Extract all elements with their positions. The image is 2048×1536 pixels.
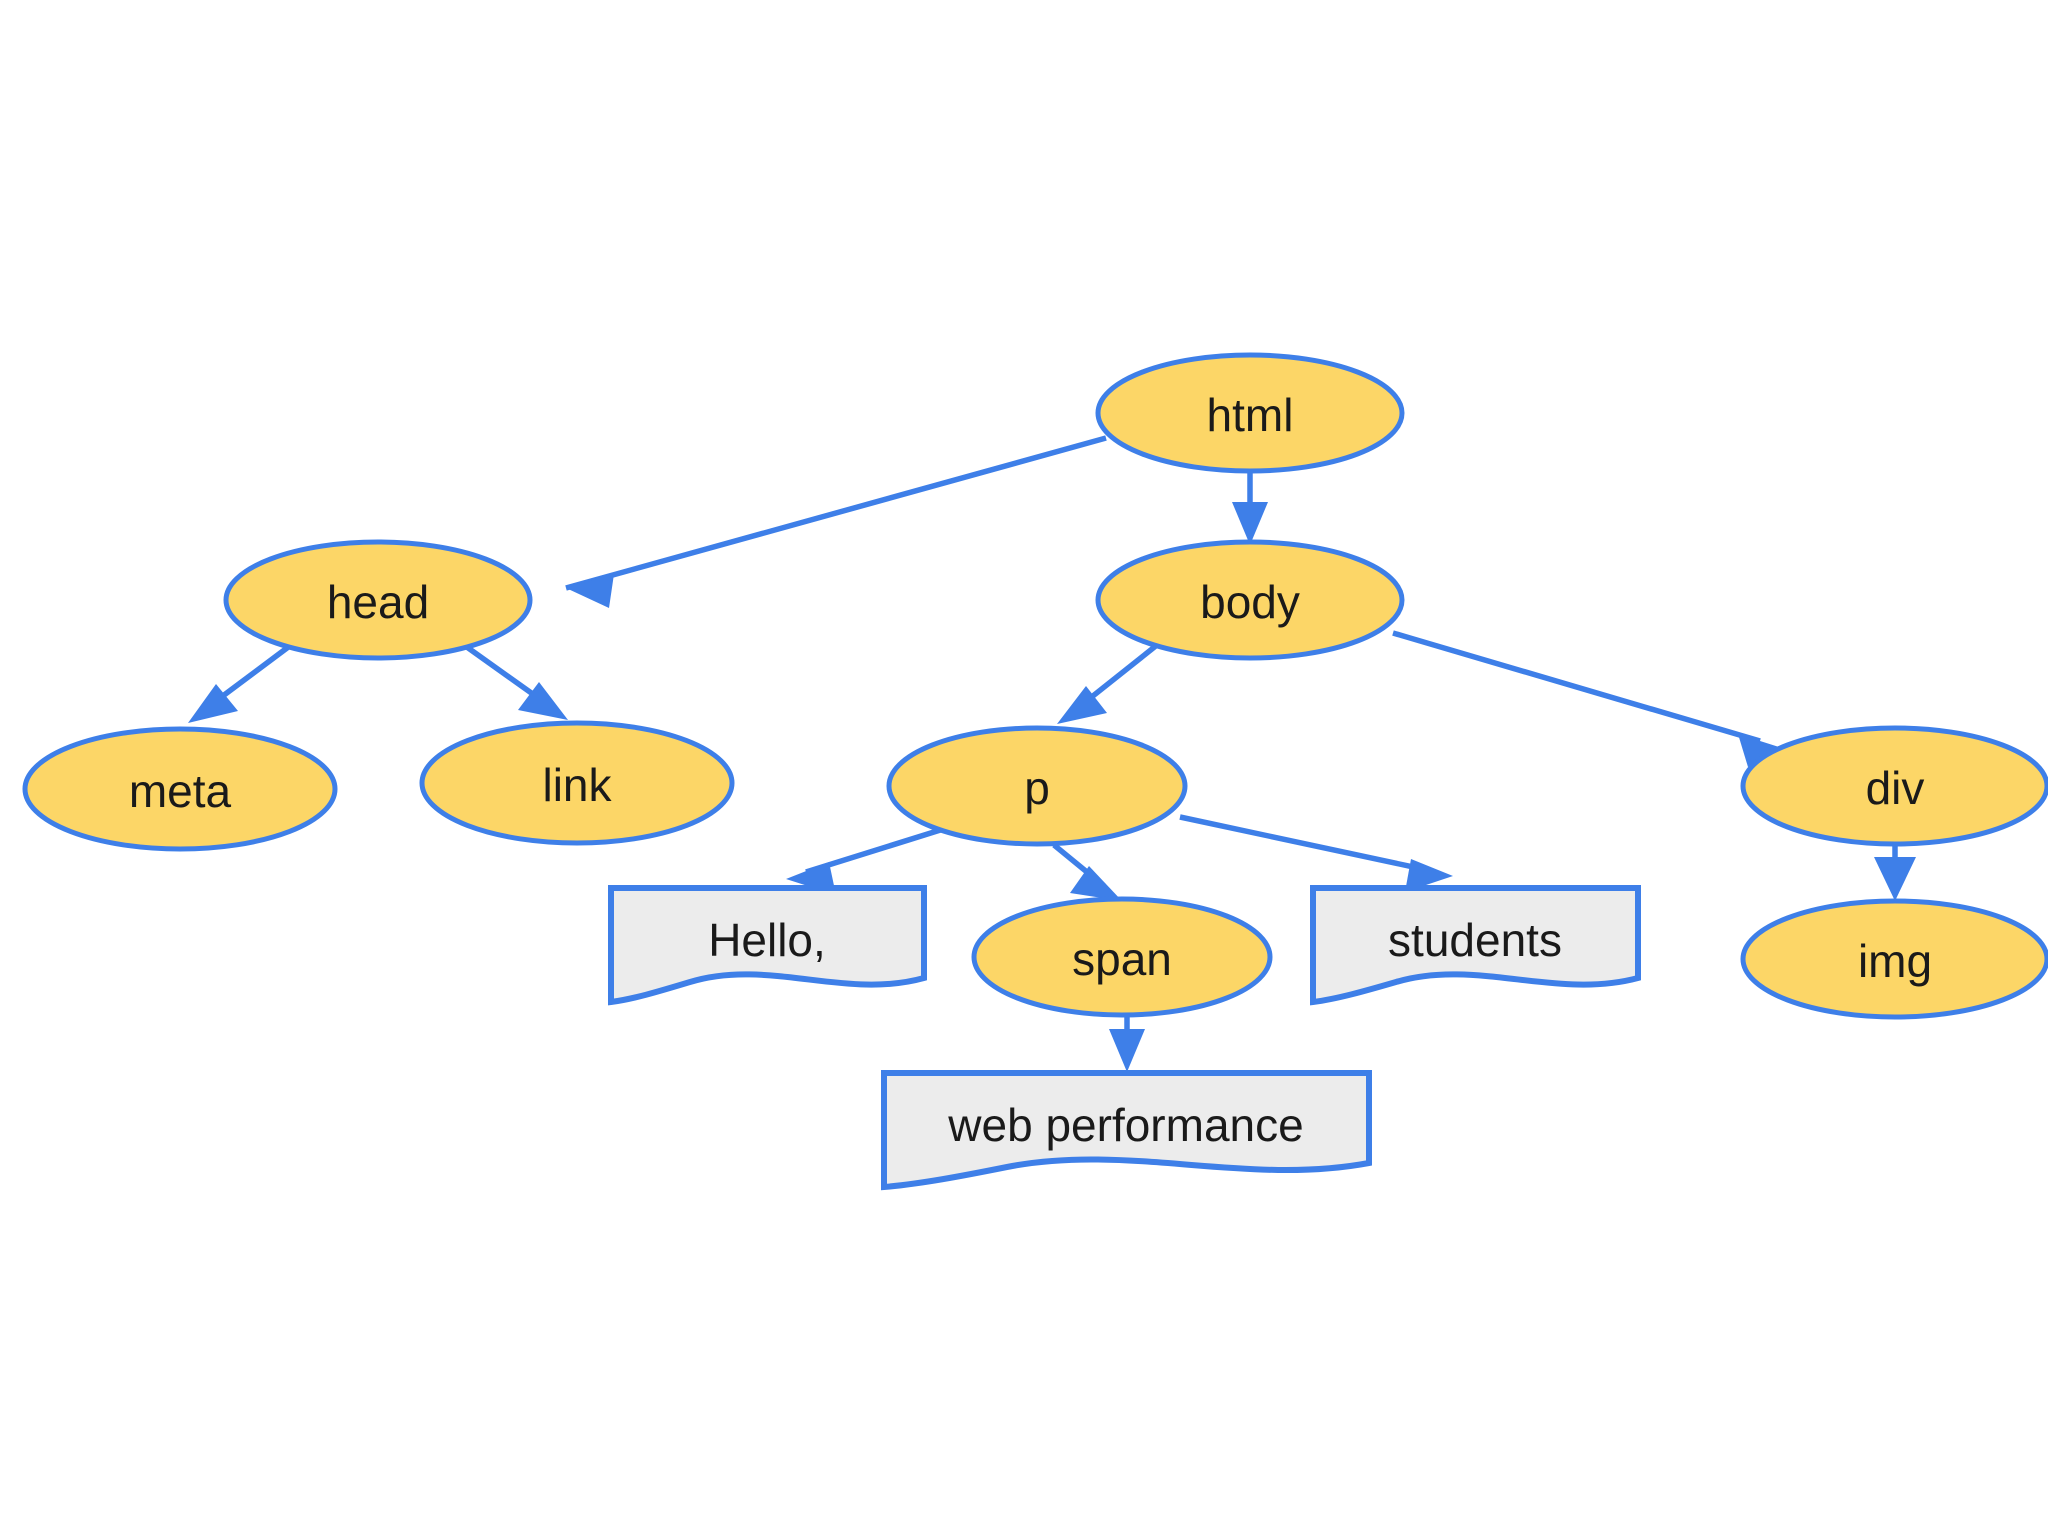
edge-p-span (1052, 842, 1122, 901)
node-link-label: link (542, 759, 612, 811)
node-body-label: body (1200, 576, 1300, 628)
edge-head-meta (188, 642, 293, 723)
node-span[interactable]: span (971, 896, 1273, 1018)
node-div[interactable]: div (1740, 725, 2048, 847)
element-node-layer: html head body meta link p (22, 352, 2048, 1020)
node-head-label: head (327, 576, 429, 628)
text-node-students[interactable]: students (1310, 885, 1641, 1006)
text-node-hello[interactable]: Hello, (608, 885, 927, 1006)
edge-span-text-webperf (1109, 1015, 1145, 1072)
node-meta-label: meta (129, 765, 232, 817)
node-img[interactable]: img (1740, 898, 2048, 1020)
edge-html-body (1232, 471, 1268, 545)
node-p[interactable]: p (886, 725, 1188, 847)
node-img-label: img (1858, 935, 1932, 987)
edge-p-text-hello (786, 824, 951, 895)
text-node-webperf-label: web performance (947, 1099, 1303, 1151)
node-meta[interactable]: meta (22, 726, 338, 852)
edge-body-div (1392, 630, 1782, 767)
edge-head-link (462, 642, 568, 720)
edge-div-img (1874, 844, 1916, 901)
node-head[interactable]: head (223, 539, 533, 661)
node-link[interactable]: link (419, 720, 735, 846)
node-html[interactable]: html (1095, 352, 1405, 474)
edge-html-head (565, 435, 1107, 608)
text-node-webperf[interactable]: web performance (881, 1070, 1372, 1191)
node-body[interactable]: body (1095, 539, 1405, 661)
text-node-layer: Hello, students web performance (608, 885, 1641, 1191)
text-node-hello-label: Hello, (708, 914, 826, 966)
node-html-label: html (1207, 389, 1294, 441)
node-p-label: p (1024, 762, 1050, 814)
node-span-label: span (1072, 933, 1172, 985)
edge-body-p (1057, 642, 1159, 724)
node-div-label: div (1866, 762, 1925, 814)
text-node-students-label: students (1388, 914, 1562, 966)
edge-p-text-students (1179, 814, 1453, 892)
